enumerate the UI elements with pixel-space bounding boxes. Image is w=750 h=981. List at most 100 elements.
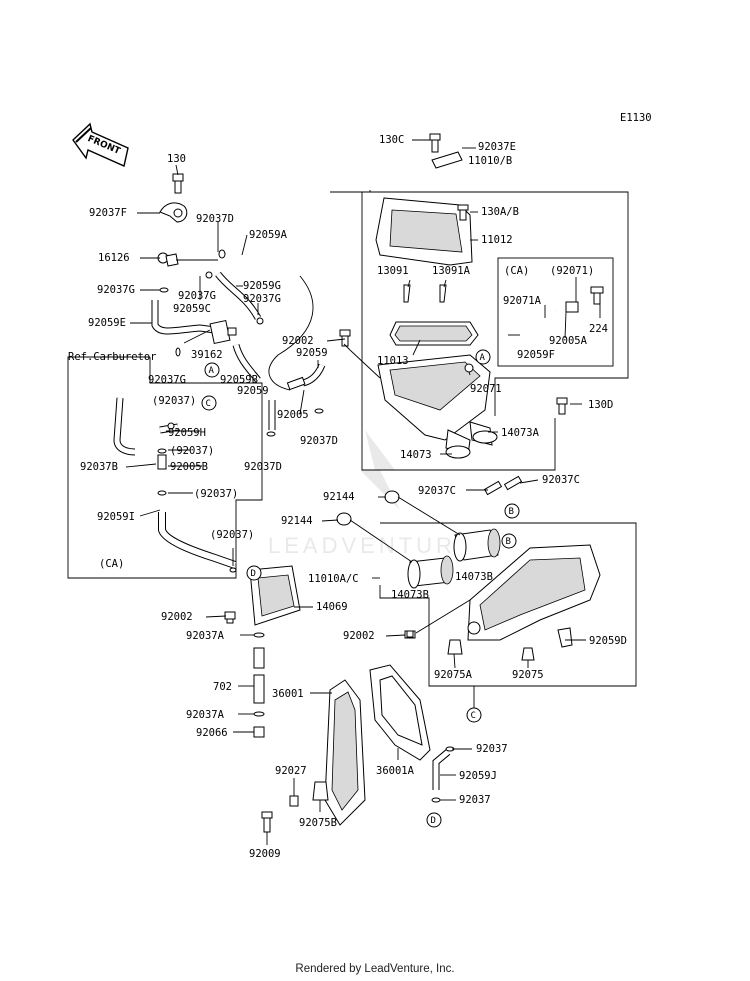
label-92037C-right: 92037C: [542, 474, 580, 486]
label-92005: 92005: [277, 409, 309, 421]
ca-parts: [519, 286, 604, 336]
label-92059H: 92059H: [168, 427, 206, 439]
label-92071A: 92071A: [503, 295, 542, 307]
collar-92027: [289, 795, 299, 807]
label-13091A: 13091A: [432, 265, 471, 277]
label-92066: 92066: [196, 727, 228, 739]
plug-92066: [253, 726, 265, 738]
front-arrow-icon: FRONT: [72, 122, 129, 167]
air-duct-box: [379, 522, 637, 687]
label-92075A: 92075A: [434, 669, 473, 681]
label-36001A: 36001A: [376, 765, 415, 777]
part-labels: 130 92037F 16126 92037D 92059A 92037G 92…: [68, 134, 627, 860]
label-92075: 92075: [512, 669, 544, 681]
ca-box-left: [67, 356, 263, 579]
diagram-code: E1130: [620, 112, 652, 124]
label-ca-left: (CA): [99, 558, 124, 570]
ref-circle-b-top: B: [504, 503, 520, 519]
label-14073A: 14073A: [501, 427, 540, 439]
fitting-16126: [157, 252, 179, 267]
label-92037D-low: 92037D: [244, 461, 282, 473]
label-ref-carburetor: Ref.Carburetor: [68, 351, 157, 363]
ref-circles: C A A B B D C D: [201, 349, 520, 828]
svg-text:A: A: [480, 353, 486, 363]
cover-36001: [324, 679, 366, 826]
label-92037-r2: 92037: [459, 794, 491, 806]
label-702: 702: [213, 681, 232, 693]
filter-element-11013: [389, 321, 479, 346]
label-92144-1: 92144: [323, 491, 355, 503]
nut-92071: [464, 363, 474, 373]
label-14073: 14073: [400, 449, 432, 461]
air-cleaner-box-left: [330, 191, 556, 471]
bolt-92002-mid: [404, 630, 416, 639]
label-92005A: 92005A: [549, 335, 588, 347]
clamps-92037C: [483, 475, 523, 496]
svg-text:B: B: [506, 537, 511, 547]
connector-92005B: [157, 454, 167, 470]
label-130: 130: [167, 153, 186, 165]
label-11012: 11012: [481, 234, 513, 246]
label-ca-right: (CA): [504, 265, 529, 277]
label-130D: 130D: [588, 399, 613, 411]
label-92037C-left: 92037C: [418, 485, 456, 497]
ref-circle-b-duct: B: [501, 533, 517, 549]
label-92037G-4: 92037G: [148, 374, 186, 386]
label-92059G: 92059G: [243, 280, 281, 292]
hose-92059J: [431, 746, 455, 803]
bracket-92037E: [431, 151, 463, 169]
ref-circle-a-left: A: [204, 362, 220, 378]
label-92037G-1: 92037G: [97, 284, 135, 296]
ducts-14073: [445, 421, 498, 459]
label-92037B: 92037B: [80, 461, 118, 473]
label-92037D-top: 92037D: [196, 213, 234, 225]
label-92002-right: 92002: [343, 630, 375, 642]
label-14073B-1: 14073B: [455, 571, 493, 583]
label-36001: 36001: [272, 688, 304, 700]
svg-text:D: D: [431, 816, 436, 826]
svg-text:A: A: [209, 366, 215, 376]
label-16126: 16126: [98, 252, 130, 264]
label-130C: 130C: [379, 134, 404, 146]
fitting-92059D: [557, 627, 573, 648]
connector-92005: [286, 376, 306, 391]
label-92037-paren2: (92037): [170, 445, 214, 457]
label-92059C: 92059C: [173, 303, 211, 315]
label-13091: 13091: [377, 265, 409, 277]
label-224: 224: [589, 323, 608, 335]
svg-text:C: C: [206, 399, 211, 409]
label-11010B: 11010/B: [468, 155, 512, 167]
air-cleaner-box: [330, 191, 629, 416]
label-11010AC: 11010A/C: [308, 573, 359, 585]
label-11013: 11013: [377, 355, 409, 367]
ref-circle-c-left: C: [201, 395, 217, 411]
valve-39162: [209, 319, 237, 345]
label-92059J: 92059J: [459, 770, 497, 782]
cover-14069: [249, 565, 301, 626]
ref-circle-d-top: D: [246, 565, 262, 581]
air-duct-11010A: [467, 544, 601, 641]
label-92005B: 92005B: [170, 461, 208, 473]
watermark-text: LEADVENTURE: [268, 533, 475, 558]
label-92059A: 92059A: [249, 229, 288, 241]
bolt-130C: [429, 133, 441, 153]
label-92037-r1: 92037: [476, 743, 508, 755]
label-92059-mid: 92059: [237, 385, 269, 397]
label-14073B-2: 14073B: [391, 589, 429, 601]
svg-text:B: B: [509, 507, 514, 517]
label-92071-paren: (92071): [550, 265, 594, 277]
grommets-92075: [447, 639, 535, 661]
bolt-130: [172, 173, 184, 194]
label-92037F: 92037F: [89, 207, 127, 219]
ca-box-right: [497, 257, 614, 367]
ducts-14073B: [407, 528, 501, 589]
label-92059F: 92059F: [517, 349, 555, 361]
footer-credit: Rendered by LeadVenture, Inc.: [295, 963, 455, 975]
bolt-130D: [556, 397, 568, 415]
cover-36001A: [369, 664, 431, 761]
label-39162: 39162: [191, 349, 223, 361]
svg-text:C: C: [471, 711, 476, 721]
ref-circle-c-bottom: C: [466, 707, 482, 723]
label-92037-paren3: (92037): [194, 488, 238, 500]
label-92037-paren1: (92037): [152, 395, 196, 407]
